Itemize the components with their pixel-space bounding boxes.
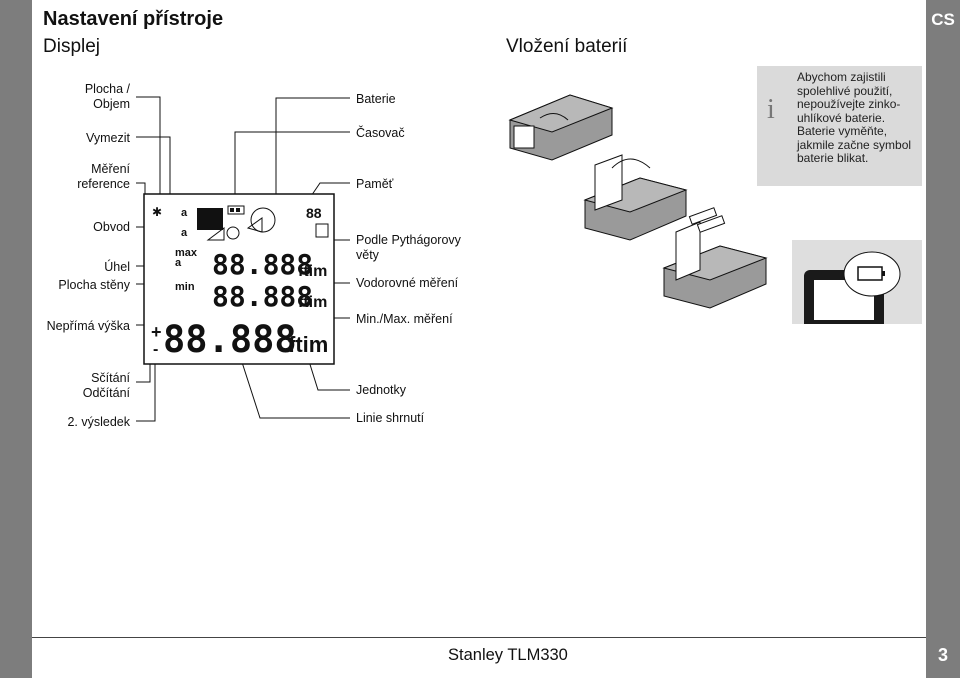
battery-illustrations — [508, 94, 768, 309]
display-diagram: ✱ a a max a min 88 88.888 88.888 88.888 … — [136, 94, 768, 422]
language-tab: CS — [931, 10, 955, 29]
label-perimeter: Obvod — [93, 220, 130, 234]
zoom-bubble — [843, 251, 901, 297]
device-illustration-2 — [583, 154, 688, 241]
label-angle: Úhel — [104, 260, 130, 274]
battery-icon — [227, 205, 245, 215]
page-title: Nastavení přístroje — [43, 8, 224, 30]
lcd-a-mid: a — [181, 227, 188, 239]
label-battery: Baterie — [356, 92, 396, 106]
label-wall-area: Plocha stěny — [58, 278, 130, 292]
pythagoras-icon — [246, 217, 263, 233]
lcd-digits-main: 88.888 — [163, 318, 297, 361]
lcd-text: ✱ a a max a min 88 88.888 88.888 88.888 … — [151, 205, 328, 361]
footer-product: Stanley TLM330 — [448, 646, 568, 664]
right-margin-bar — [926, 0, 960, 678]
label-timer: Časovač — [356, 126, 405, 140]
lcd-minus: - — [153, 341, 158, 358]
timer-icon — [250, 207, 276, 233]
lcd-top-icons — [197, 205, 329, 241]
info-text: Abychom zajistili spolehlivé použití, ne… — [797, 70, 912, 165]
label-area-volume: Plocha / Objem — [40, 82, 130, 112]
lcd-digits-line1: 88.888 — [212, 248, 313, 281]
svg-text:✱: ✱ — [152, 205, 162, 219]
lcd-unit-2: ftim — [298, 294, 327, 311]
blinking-battery-illustration — [804, 251, 901, 330]
lcd-plus: + — [151, 322, 162, 342]
label-second-result: 2. výsledek — [67, 415, 130, 429]
lcd-digits-line2: 88.888 — [212, 280, 313, 313]
lcd-a: a — [175, 257, 182, 269]
label-horizontal: Vodorovné měření — [356, 276, 459, 290]
lcd-mem-digits: 88 — [306, 205, 322, 221]
lcd-min: min — [175, 281, 195, 293]
label-add-sub: Sčítání Odčítání — [82, 371, 130, 400]
left-margin-bar — [0, 0, 32, 678]
info-box: i Abychom zajistili spolehlivé použití, … — [757, 66, 922, 186]
page-number: 3 — [937, 645, 948, 665]
label-pythagoras: Podle Pythágorovy věty — [356, 233, 461, 262]
lcd-a-top: a — [181, 207, 188, 219]
label-area-volume-text: Plocha / Objem — [84, 82, 130, 111]
label-summary-line: Linie shrnutí — [356, 411, 425, 425]
label-delimit: Vymezit — [86, 131, 130, 145]
lcd-max: max — [175, 247, 198, 259]
lcd-frame — [143, 193, 335, 365]
lcd-unit-1: ftim — [298, 263, 327, 280]
footer-divider — [32, 637, 926, 638]
device-illustration-1 — [508, 94, 614, 161]
info-icon: i — [767, 94, 775, 125]
triangle-icon — [206, 227, 225, 241]
label-memory: Paměť — [356, 177, 394, 191]
lcd-unit-main: ftim — [288, 332, 328, 357]
label-indirect-height: Nepřímá výška — [46, 319, 130, 333]
battery-heading: Vložení baterií — [506, 36, 628, 57]
label-units: Jednotky — [356, 383, 407, 397]
memory-icon — [315, 223, 329, 238]
label-minmax: Min./Max. měření — [356, 312, 453, 326]
display-battery-panel — [792, 240, 922, 330]
cube-icon — [197, 208, 223, 230]
device-illustration-3 — [662, 207, 768, 309]
label-measure-ref: Měření reference — [77, 162, 130, 191]
display-heading: Displej — [43, 36, 101, 57]
info-small-icon — [226, 226, 240, 240]
